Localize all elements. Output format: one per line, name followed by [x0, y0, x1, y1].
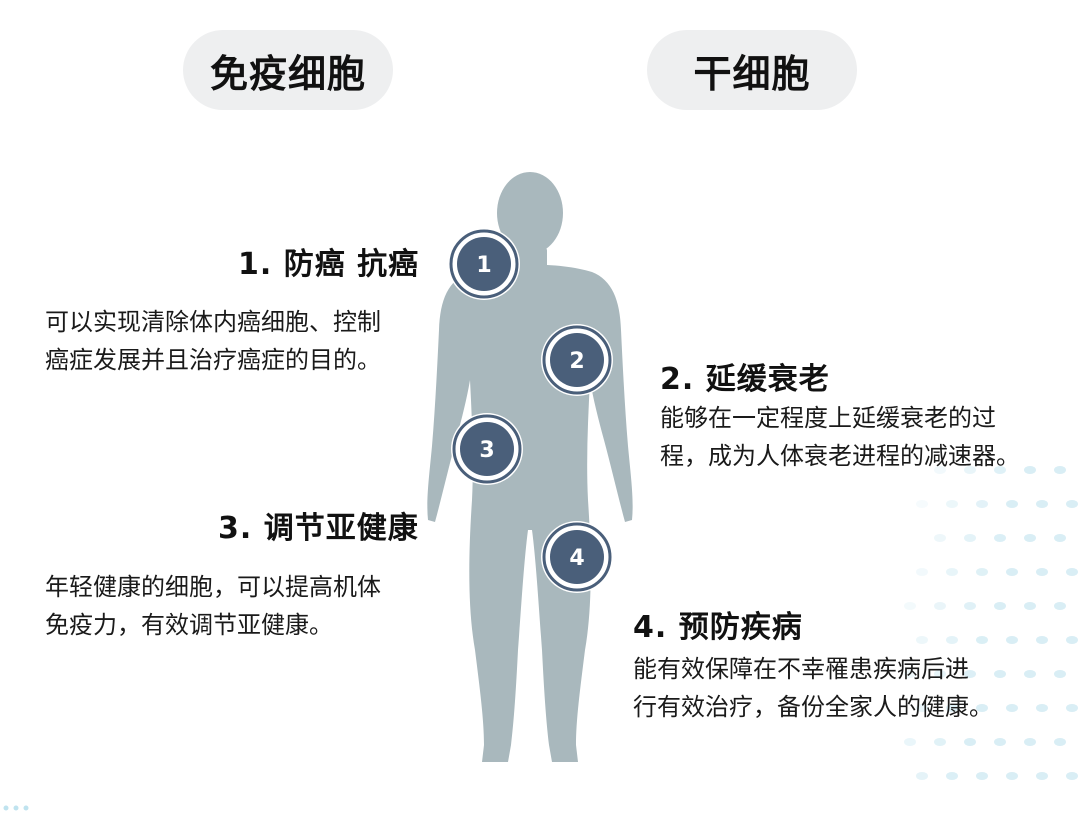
marker-1: 1 [448, 228, 520, 300]
section-3-line-1: 年轻健康的细胞，可以提高机体 [45, 573, 381, 601]
marker-number: 4 [569, 546, 584, 571]
immune-cell-pill: 免疫细胞 [183, 30, 393, 110]
section-2-line-2: 程，成为人体衰老进程的减速器。 [660, 442, 1020, 470]
section-4-heading: 4. 预防疾病 [633, 610, 803, 645]
section-2-heading: 2. 延缓衰老 [660, 362, 830, 397]
section-1-heading: 1. 防癌 抗癌 [238, 247, 420, 282]
marker-number: 1 [476, 253, 491, 278]
section-3-description: 年轻健康的细胞，可以提高机体 免疫力，有效调节亚健康。 [45, 568, 381, 644]
section-1-description: 可以实现清除体内癌细胞、控制 癌症发展并且治疗癌症的目的。 [45, 303, 381, 379]
section-4-description: 能有效保障在不幸罹患疾病后进 行有效治疗，备份全家人的健康。 [633, 650, 993, 726]
section-1-line-2: 癌症发展并且治疗癌症的目的。 [45, 346, 381, 374]
dot-pattern [904, 466, 1078, 780]
marker-2: 2 [541, 324, 613, 396]
marker-number: 2 [569, 349, 584, 374]
stem-cell-pill: 干细胞 [647, 30, 857, 110]
section-4-line-1: 能有效保障在不幸罹患疾病后进 [633, 655, 969, 683]
marker-4: 4 [541, 521, 613, 593]
marker-3: 3 [451, 413, 523, 485]
section-1-line-1: 可以实现清除体内癌细胞、控制 [45, 308, 381, 336]
section-3-heading: 3. 调节亚健康 [218, 511, 419, 546]
dot-pattern-left [3, 805, 29, 811]
section-3-line-2: 免疫力，有效调节亚健康。 [45, 611, 333, 639]
section-4-line-2: 行有效治疗，备份全家人的健康。 [633, 693, 993, 721]
section-2-description: 能够在一定程度上延缓衰老的过 程，成为人体衰老进程的减速器。 [660, 399, 1020, 475]
section-2-line-1: 能够在一定程度上延缓衰老的过 [660, 404, 996, 432]
marker-number: 3 [479, 438, 494, 463]
